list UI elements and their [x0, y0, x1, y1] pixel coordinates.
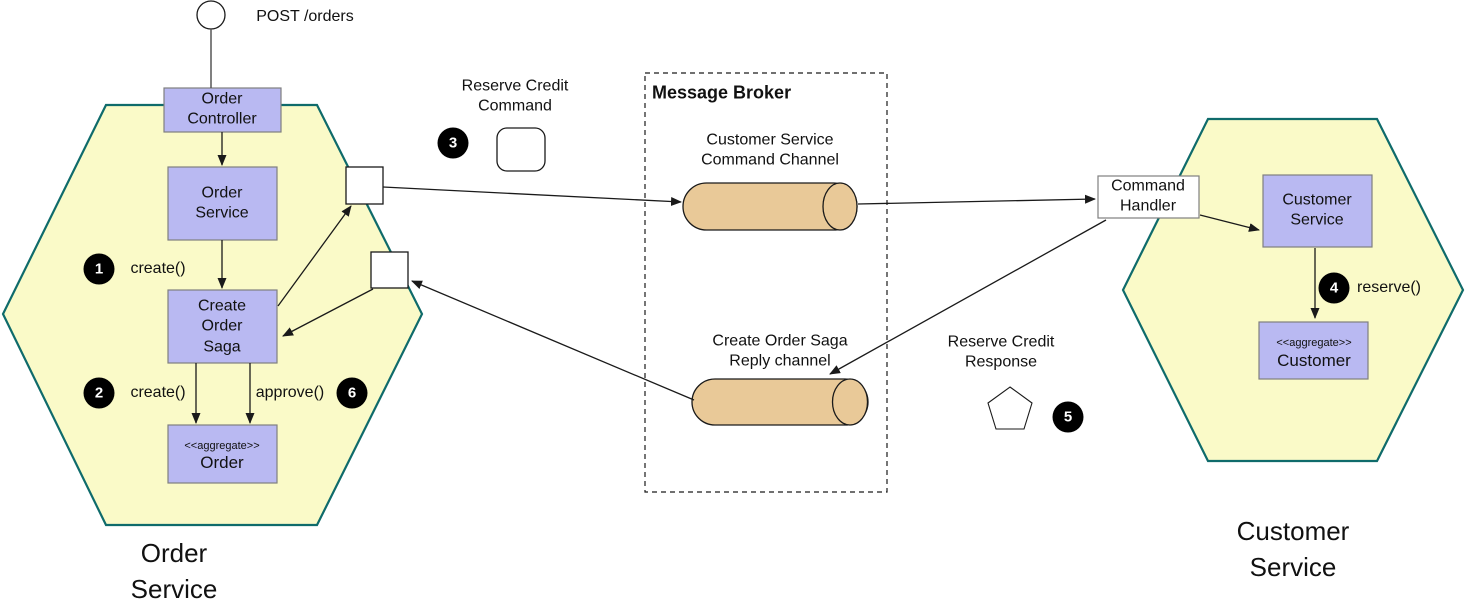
saga-command-port	[345, 166, 384, 205]
customer-service-hexagon-label: Customer Service	[1236, 516, 1350, 582]
arrow-reply-channel-to-port	[411, 280, 695, 401]
create-order-saga-label: Create Order Saga	[197, 297, 247, 356]
reserve-operation-label: reserve()	[1356, 278, 1422, 296]
order-aggregate-label: Order	[200, 453, 244, 473]
order-controller-box	[163, 87, 282, 133]
reply-channel-cylinder	[691, 378, 869, 426]
customer-service-hexagon	[1121, 117, 1465, 463]
arrow-saga-to-command-port	[277, 205, 352, 307]
step-badge-4: 4	[1318, 272, 1350, 304]
message-broker-box	[644, 72, 888, 493]
reserve-credit-command-label: Reserve Credit Command	[461, 77, 569, 115]
order-aggregate-box	[167, 424, 278, 484]
customer-service-box	[1262, 174, 1373, 248]
arrow-handler-to-customer-service	[1199, 214, 1260, 232]
arrow-handler-to-reply-channel	[829, 219, 1107, 375]
step-badge-6: 6	[336, 377, 368, 409]
create-order-operation-label: create()	[130, 259, 186, 277]
order-service-component-label: Order Service	[195, 184, 249, 222]
create-order-saga-box	[167, 289, 278, 364]
reply-channel-label: Create Order Saga Reply channel	[712, 332, 848, 370]
order-service-box	[167, 166, 278, 241]
step-badge-3: 3	[437, 127, 469, 159]
reserve-credit-response-label: Reserve Credit Response	[947, 333, 1055, 371]
customer-service-component-label: Customer Service	[1282, 191, 1352, 229]
order-aggregate-stereotype: <<aggregate>>	[184, 439, 260, 452]
command-channel-label: Customer Service Command Channel	[701, 131, 839, 169]
approve-operation-label: approve()	[255, 383, 325, 401]
command-channel-cylinder	[682, 182, 858, 231]
step-badge-2: 2	[83, 377, 115, 409]
message-broker-title: Message Broker	[652, 82, 792, 103]
order-controller-label: Order Controller	[187, 90, 257, 128]
step-badge-5: 5	[1052, 401, 1084, 433]
customer-aggregate-label: Customer	[1277, 351, 1351, 371]
order-service-hexagon-label: Order Service	[130, 538, 218, 604]
command-channel-cap	[822, 182, 858, 231]
create-aggregate-operation-label: create()	[130, 383, 186, 401]
post-orders-label: POST /orders	[256, 7, 354, 25]
arrow-reply-port-to-saga	[282, 288, 374, 337]
http-endpoint-icon	[196, 0, 226, 30]
response-message-icon	[987, 386, 1033, 430]
step-badge-1: 1	[83, 253, 115, 285]
command-message-icon	[496, 127, 546, 172]
customer-aggregate-stereotype: <<aggregate>>	[1276, 336, 1352, 349]
arrow-port-to-command-channel	[382, 186, 682, 206]
command-handler-box	[1097, 175, 1200, 219]
customer-aggregate-box	[1258, 321, 1369, 380]
command-handler-label: Command Handler	[1111, 177, 1185, 215]
reply-channel-cap	[831, 378, 869, 426]
saga-reply-port	[370, 251, 409, 289]
arrow-command-channel-to-handler	[857, 194, 1096, 205]
